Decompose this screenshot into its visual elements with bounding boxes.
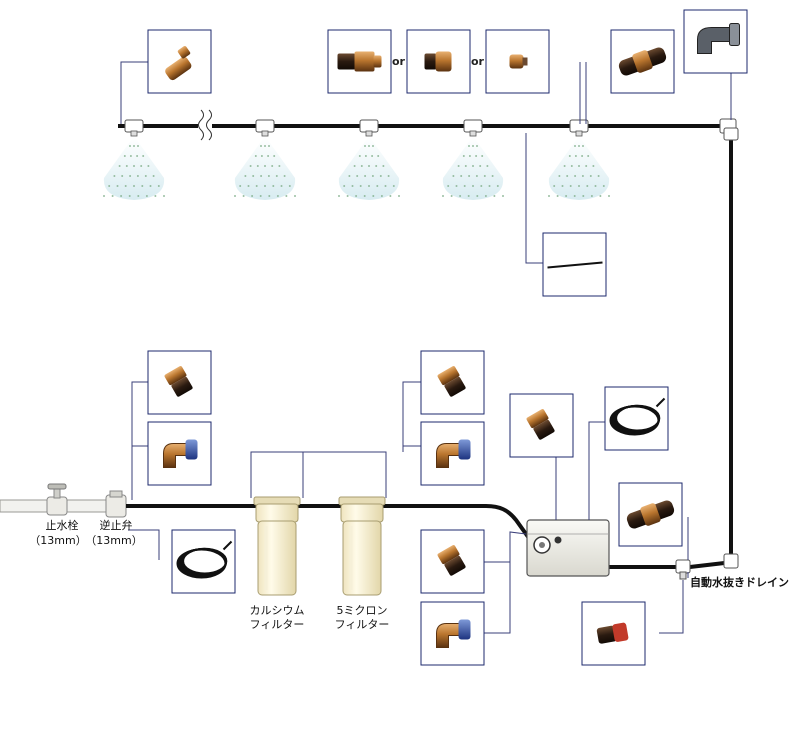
part-box-straight-connector	[509, 393, 574, 458]
calcium-filter-label-line1: カルシウム	[249, 604, 305, 617]
part-box-elbow-fitting	[683, 9, 748, 74]
drain-valve-icon	[596, 622, 629, 644]
union-connector-icon	[626, 500, 675, 529]
supply-hose	[126, 504, 538, 550]
straight-connector-icon	[437, 366, 466, 397]
auto-drain-label: 自動水抜きドレイン	[690, 576, 789, 589]
micron-filter-label-line1: 5ミクロン	[336, 604, 388, 617]
straight-connector-icon	[437, 545, 466, 576]
nozzle-tee	[463, 119, 483, 137]
leader-line	[128, 529, 160, 560]
micron-filter-label-line2: フィルター	[334, 618, 390, 631]
drain-tee	[675, 559, 691, 580]
leader-line	[402, 381, 421, 446]
leader-line	[131, 381, 148, 446]
leader-line	[402, 445, 421, 452]
micron-filter	[338, 496, 386, 596]
stop-valve-size-label: （13mm）	[29, 534, 87, 547]
pipe-break-mark-left	[198, 109, 204, 141]
elbow-connector-icon	[436, 439, 471, 468]
part-box-elbow-connector	[147, 421, 212, 486]
elbow-connector-icon	[163, 439, 198, 468]
calcium-filter	[253, 496, 301, 596]
leader-line	[131, 445, 148, 500]
part-box-straight-connector	[420, 529, 485, 594]
leader-line	[509, 531, 527, 562]
calcium-filter-label-line2: フィルター	[249, 618, 305, 631]
part-box-elbow-connector	[420, 601, 485, 666]
elbow-fitting-icon	[697, 23, 740, 54]
mist-spray	[103, 136, 165, 200]
part-box-nozzle-medium	[406, 29, 471, 94]
part-boxes	[147, 9, 748, 666]
nozzle-tee	[255, 119, 275, 137]
stop-valve-label: 止水栓	[45, 519, 79, 532]
nozzle-tee	[569, 119, 589, 137]
elbow-connector-icon	[436, 619, 471, 648]
leader-line	[588, 421, 605, 520]
nozzle-plug-icon	[165, 46, 192, 81]
nozzle-medium-icon	[424, 51, 452, 72]
nozzle-tee-group	[124, 119, 589, 137]
mist-spray	[234, 136, 296, 200]
inline-connector-icon	[618, 47, 667, 76]
part-box-tube-coil	[604, 386, 669, 451]
tube-coil-icon	[609, 397, 666, 436]
leader-line	[659, 580, 684, 634]
nozzle-tee	[359, 119, 379, 137]
nozzle-tee	[124, 119, 144, 137]
mist-spray	[548, 136, 610, 200]
straight-connector-icon	[526, 409, 555, 440]
check-valve	[105, 490, 127, 518]
part-box-union-connector	[618, 482, 683, 547]
part-box-tube-coil	[171, 529, 236, 594]
check-valve-size-label: （13mm）	[85, 534, 143, 547]
mist-line	[118, 109, 739, 560]
part-box-nozzle-small	[485, 29, 550, 94]
nozzle-small-icon	[509, 54, 528, 69]
part-box-nozzle-plug	[147, 29, 212, 94]
nozzle-large-icon	[337, 51, 382, 72]
part-box-straight-connector	[420, 350, 485, 415]
or-separator-2: or	[471, 55, 484, 68]
pump-unit	[526, 519, 610, 577]
top-right-elbow	[719, 118, 739, 141]
leader-line	[525, 133, 543, 264]
mist-spray	[442, 136, 504, 200]
part-box-elbow-connector	[420, 421, 485, 486]
leader-line	[120, 61, 148, 124]
or-separator-1: or	[392, 55, 405, 68]
part-box-drain-valve	[581, 601, 646, 666]
check-valve-label: 逆止弁	[99, 519, 133, 532]
mist-spray-group	[103, 136, 610, 200]
cut-tube-icon	[547, 261, 603, 269]
part-box-straight-connector	[147, 350, 212, 415]
bottom-right-elbow	[723, 553, 739, 569]
straight-connector-icon	[164, 366, 193, 397]
part-box-cut-tube	[542, 232, 607, 297]
part-box-inline-connector	[610, 29, 675, 94]
part-box-nozzle-large	[327, 29, 392, 94]
stop-valve	[46, 483, 68, 516]
mist-spray	[338, 136, 400, 200]
pipe-break-mark-right	[206, 109, 212, 141]
leader-line	[250, 451, 387, 498]
tube-coil-icon	[176, 540, 233, 579]
